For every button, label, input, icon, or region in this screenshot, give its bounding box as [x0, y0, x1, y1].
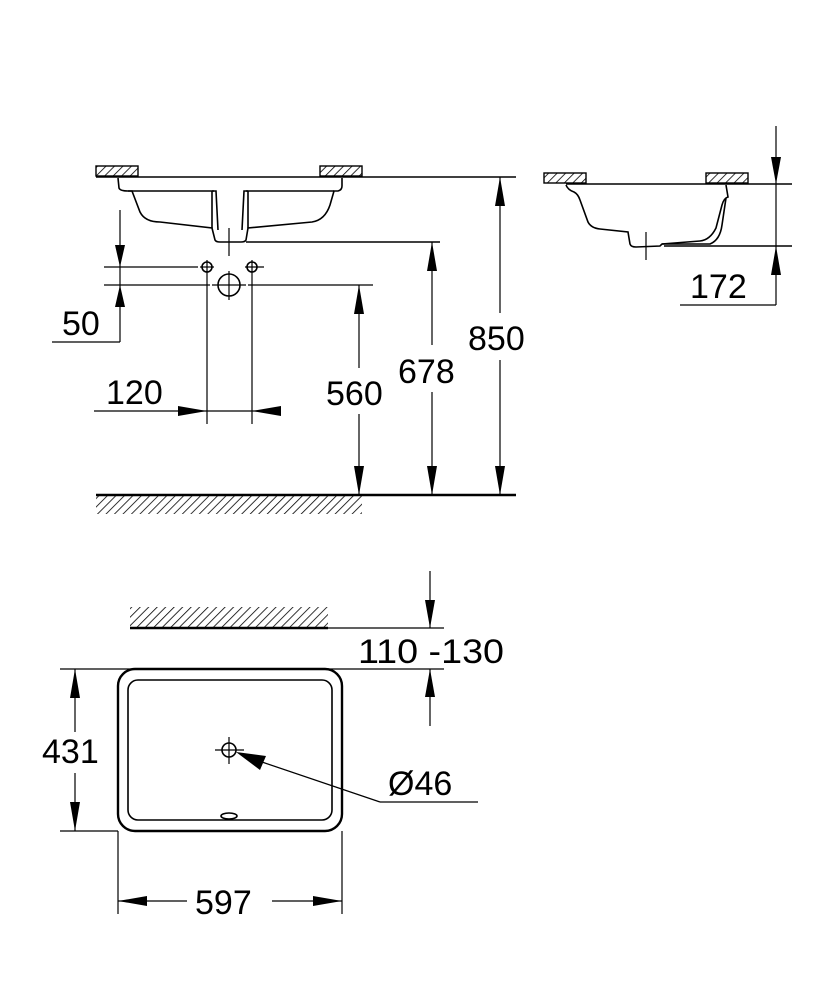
side-view: 172 — [543, 126, 792, 306]
side-countertop-right-hatch — [705, 172, 749, 184]
dim-waste-height: 560 — [326, 375, 383, 413]
countertop-right-hatch — [319, 165, 363, 177]
tap-hole-right — [245, 260, 264, 424]
countertop-left-hatch — [95, 165, 139, 177]
dim-wall-distance: 110 -130 — [358, 633, 504, 671]
overflow — [220, 812, 238, 820]
dim-basin-bottom-height: 678 — [398, 353, 455, 391]
side-countertop-left-hatch — [543, 172, 587, 184]
dim-depth: 431 — [42, 733, 99, 771]
wall-hatch — [130, 607, 328, 627]
dim-waste-diameter: Ø46 — [388, 765, 452, 803]
waste-outlet-top — [215, 737, 244, 764]
basin-side-outline — [565, 184, 729, 248]
dim-countertop-height: 850 — [468, 320, 525, 358]
dim-width: 597 — [195, 884, 252, 922]
basin-top-inner — [127, 679, 333, 821]
dim-tap-hole-spacing: 120 — [106, 374, 163, 412]
floor-hatch — [96, 496, 362, 514]
front-view: 50 120 560 678 850 — [52, 165, 525, 514]
top-view: 110 -130 Ø46 431 597 — [42, 571, 504, 922]
dim-basin-depth: 172 — [690, 268, 747, 306]
dim-tap-hole-offset: 50 — [62, 305, 100, 343]
tap-hole-left — [200, 260, 214, 424]
basin-front-outline — [117, 177, 343, 243]
waste-outlet — [212, 271, 246, 300]
